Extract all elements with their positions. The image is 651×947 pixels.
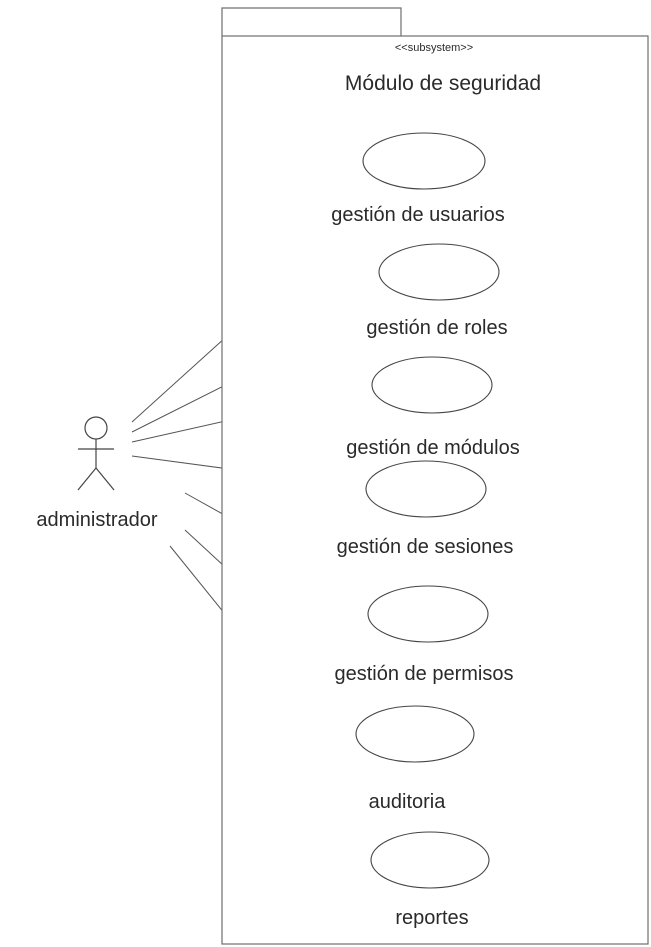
use-case-ellipse (367, 585, 489, 643)
package-stereotype: <<subsystem>> (395, 42, 473, 54)
use-case-ellipse (362, 132, 486, 190)
use-case-ellipse (370, 831, 490, 889)
actor-administrador[interactable]: administrador (36, 416, 158, 531)
use-case-label: auditoria (369, 791, 447, 813)
use-case[interactable]: auditoria (355, 705, 475, 813)
use-case-label: gestión de módulos (346, 437, 519, 459)
use-case[interactable]: gestión de módulos (346, 356, 520, 459)
use-case[interactable]: gestión de permisos (335, 585, 514, 685)
use-case-ellipse (365, 460, 487, 518)
use-case-label: gestión de sesiones (337, 536, 514, 558)
package-title: Módulo de seguridad (345, 72, 541, 95)
actor-leg-right (95, 467, 115, 491)
use-case-ellipse (355, 705, 475, 763)
use-case[interactable]: gestión de usuarios (331, 132, 505, 226)
use-case[interactable]: gestión de roles (366, 243, 508, 339)
use-case-label: reportes (395, 907, 468, 929)
actor-head-icon (84, 416, 108, 440)
actor-name: administrador (36, 509, 158, 531)
use-case-ellipse (378, 243, 500, 301)
actor-leg-left (77, 467, 97, 491)
use-case[interactable]: gestión de sesiones (337, 460, 514, 558)
use-case-ellipse (371, 356, 493, 414)
use-case-label: gestión de usuarios (331, 204, 504, 226)
use-case-label: gestión de permisos (335, 663, 514, 685)
use-case-label: gestión de roles (366, 317, 507, 339)
package-tab (221, 7, 402, 36)
use-case[interactable]: reportes (370, 831, 490, 929)
